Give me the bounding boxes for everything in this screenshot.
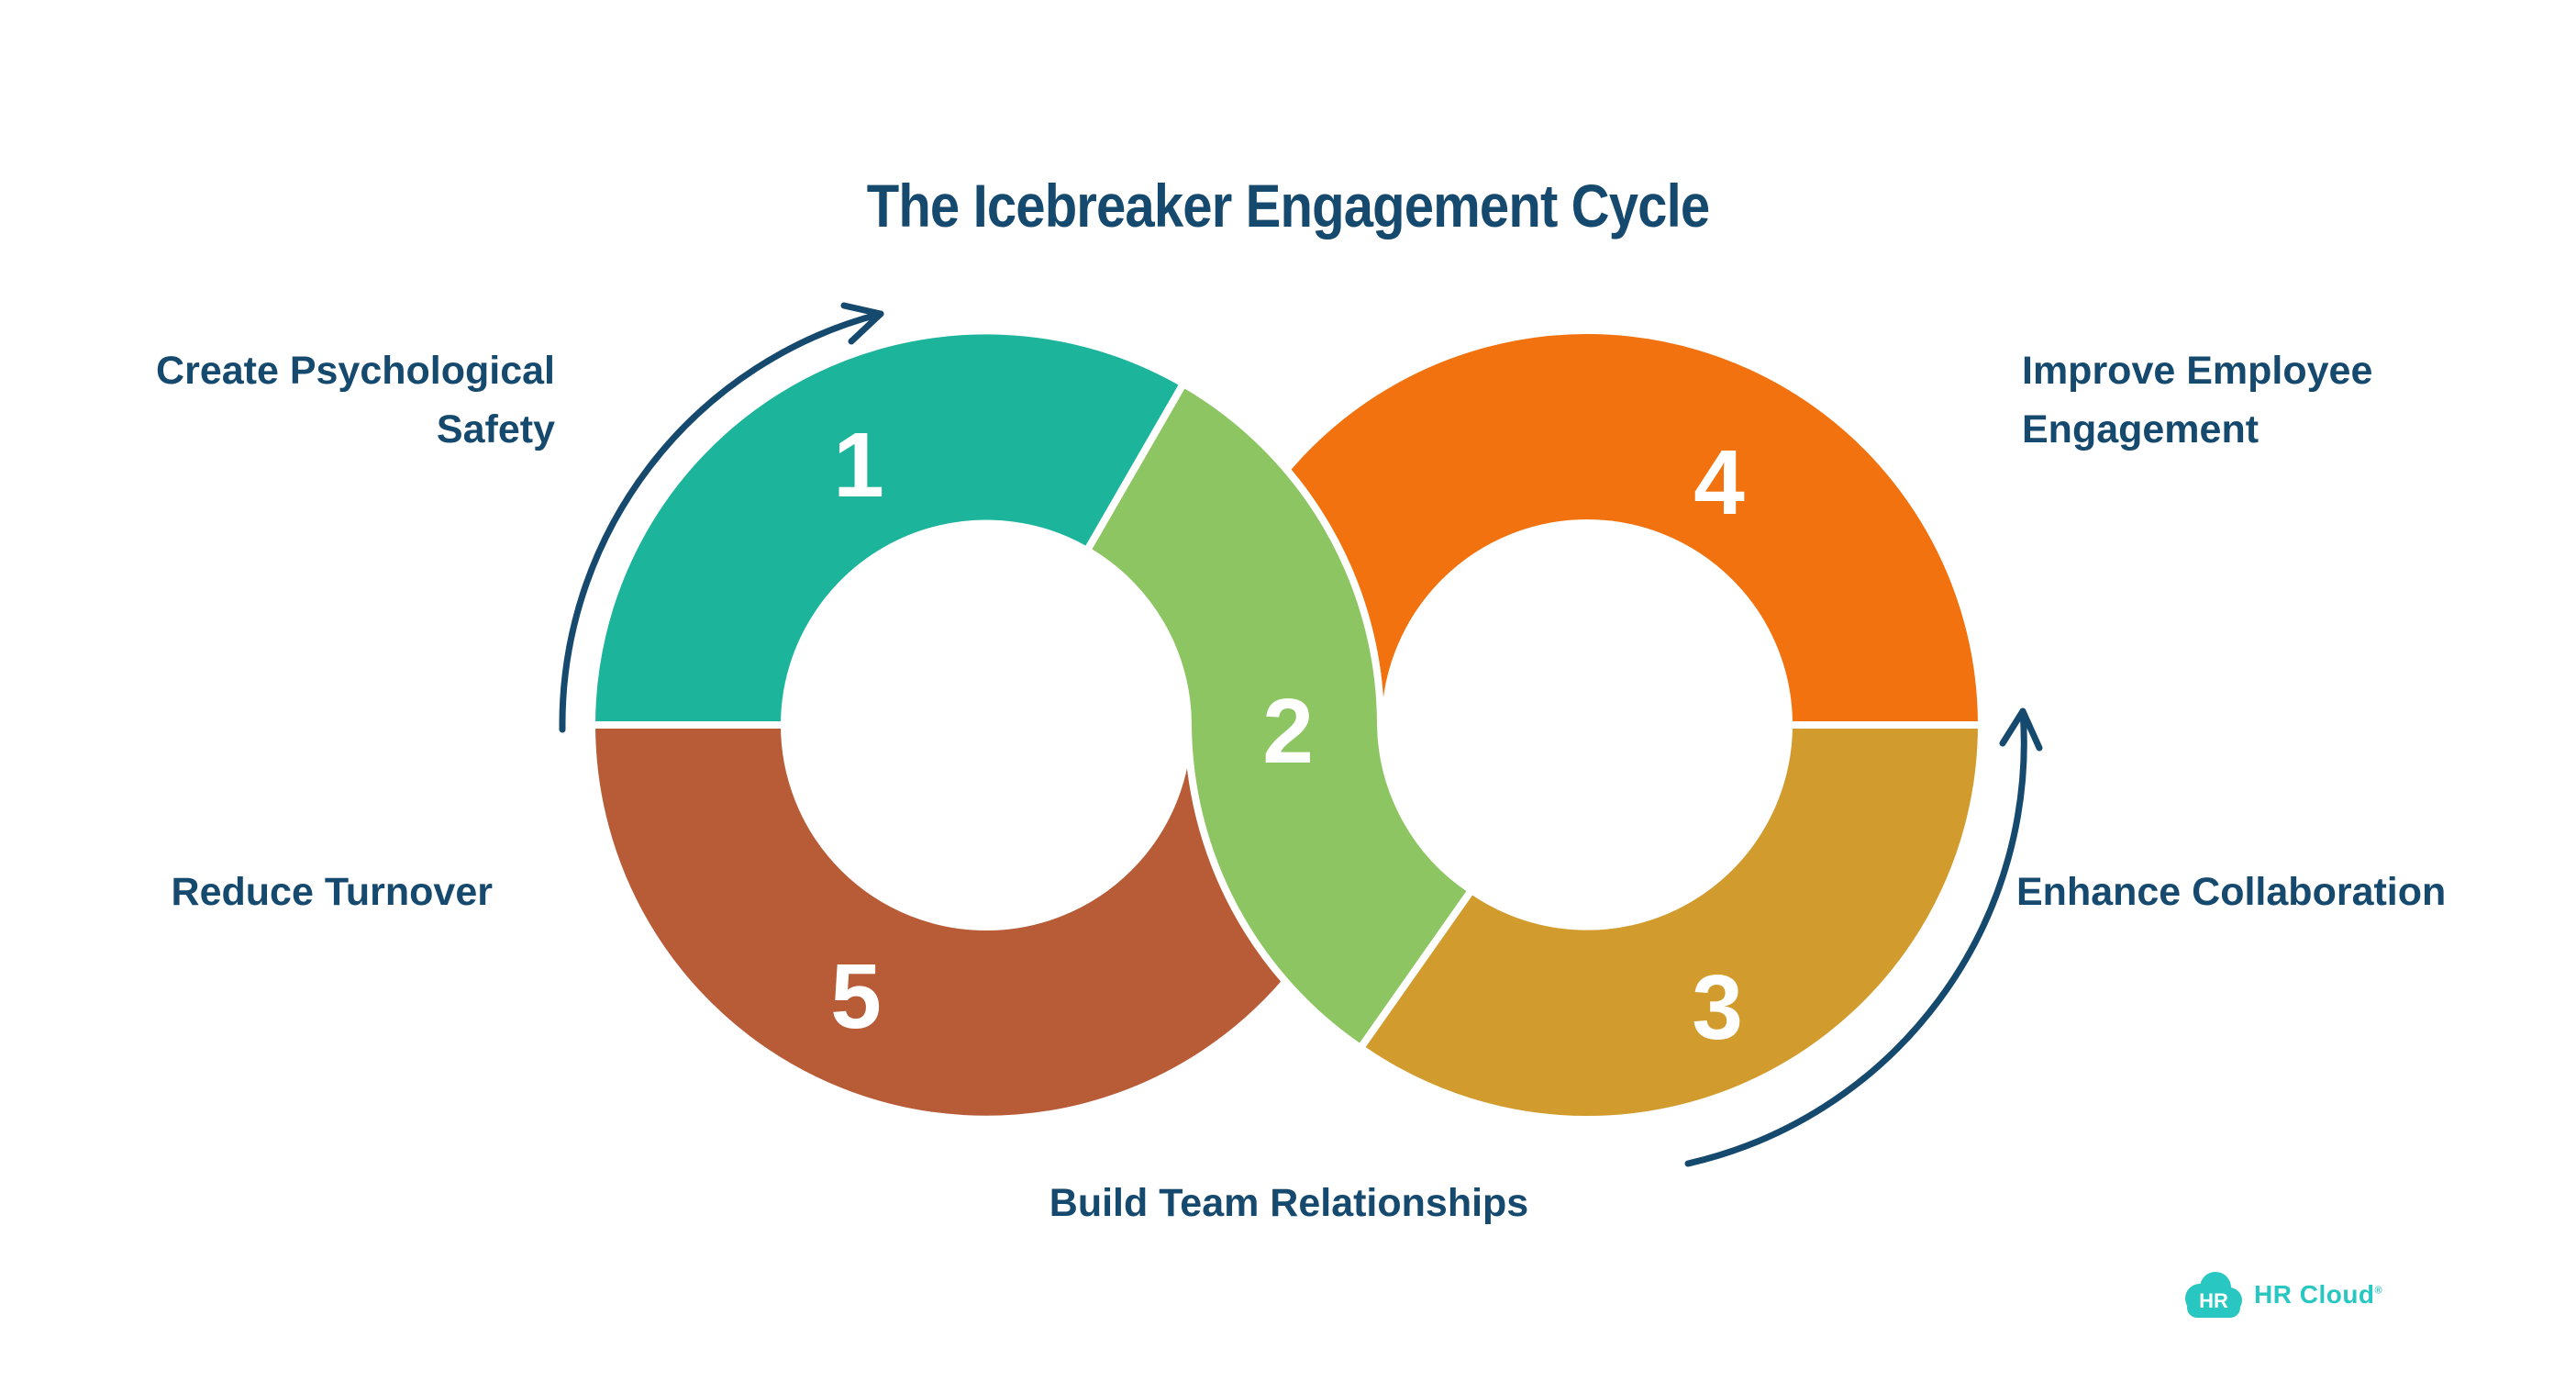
segment-3-arc xyxy=(1357,721,1985,1123)
segment-4-arc xyxy=(1282,327,1985,729)
segment-5-arc xyxy=(588,721,1290,1123)
segment-2-number: 2 xyxy=(1262,680,1314,783)
segment-3-number: 3 xyxy=(1692,956,1743,1059)
segment-5-number: 5 xyxy=(830,945,882,1048)
label-build-team-relationships: Build Team Relationships xyxy=(1049,1181,1529,1225)
flow-arrow-left xyxy=(559,310,884,733)
label-line: Improve Employee xyxy=(2022,349,2373,393)
registered-mark: ® xyxy=(2374,1285,2383,1297)
flow-arrow-left-head-icon xyxy=(840,302,884,345)
logo-wordmark: HR Cloud® xyxy=(2254,1280,2382,1309)
segment-1-arc xyxy=(588,327,1187,729)
label-create-psychological-safety: Create Psychological Safety xyxy=(156,341,555,459)
flow-arrow-right xyxy=(1684,708,2027,1167)
label-line: Create Psychological xyxy=(156,349,555,393)
label-enhance-collaboration: Enhance Collaboration xyxy=(2016,870,2447,914)
segment-2-band xyxy=(1083,380,1475,1052)
flow-arrow-right-head-icon xyxy=(1999,708,2043,752)
cloud-icon xyxy=(2185,1272,2242,1318)
label-line: Engagement xyxy=(2022,407,2260,451)
logo-wordmark-text: HR Cloud xyxy=(2254,1280,2375,1309)
hr-cloud-logo-icon: HR xyxy=(2185,1272,2242,1318)
segment-1-number: 1 xyxy=(833,414,884,517)
segment-4-number: 4 xyxy=(1693,431,1745,534)
label-improve-employee-engagement: Improve Employee Engagement xyxy=(2022,341,2372,459)
hr-cloud-logo: HR HR Cloud® xyxy=(2182,1270,2382,1320)
page-title: The Icebreaker Engagement Cycle xyxy=(866,172,1710,240)
logo-badge-text: HR xyxy=(2199,1289,2228,1312)
label-reduce-turnover: Reduce Turnover xyxy=(171,870,493,914)
label-line: Safety xyxy=(436,407,555,451)
